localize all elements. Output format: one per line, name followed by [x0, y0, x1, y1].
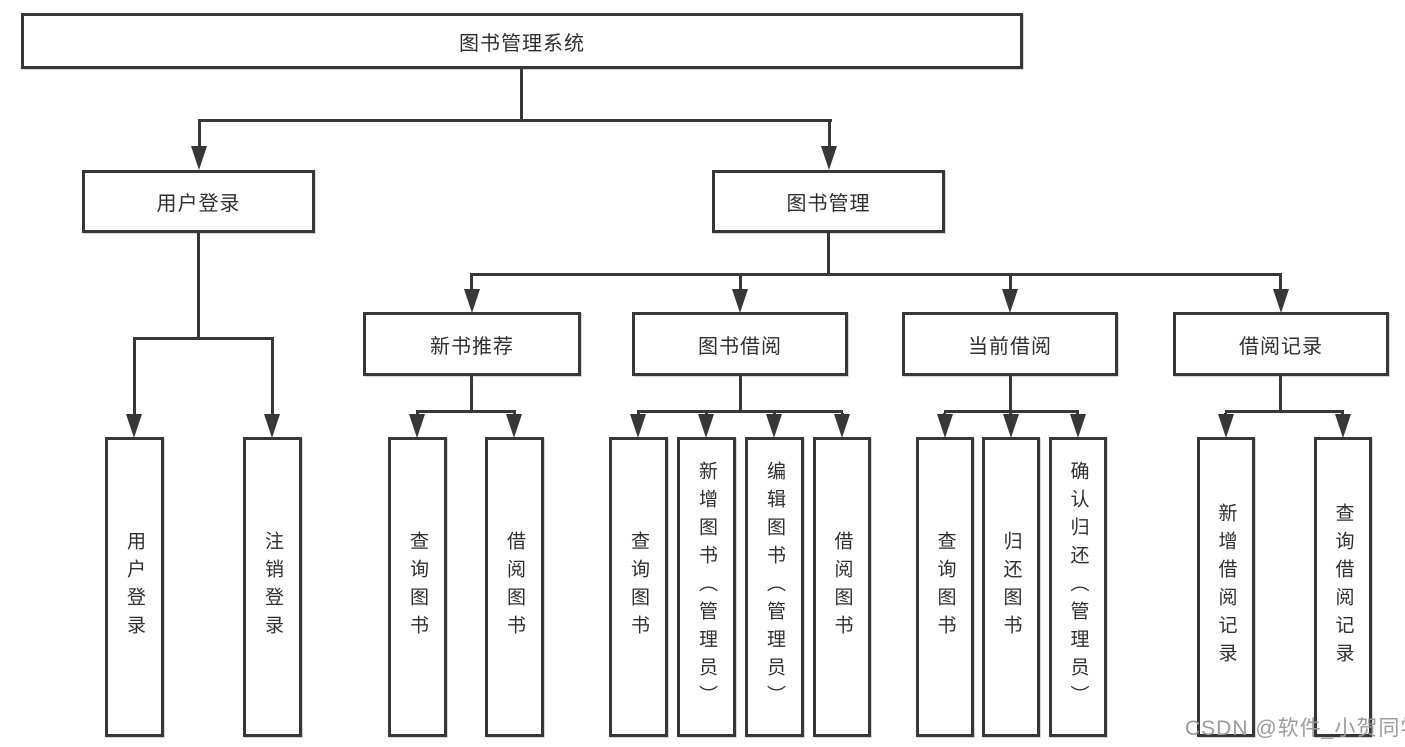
leaf-edit-books-admin-label: 编辑图书（管理员） [764, 461, 785, 713]
root-node-library-system: 图书管理系统 [21, 13, 1023, 69]
arrow-down-icon [834, 414, 850, 438]
connector-line [1225, 410, 1344, 413]
node-user-login-label: 用户登录 [156, 193, 241, 215]
connector-line [271, 340, 274, 416]
leaf-search-books-recommend: 查询图书 [388, 437, 447, 737]
arrow-down-icon [766, 414, 782, 438]
leaf-return-books-label: 归还图书 [1000, 531, 1022, 643]
node-book-management-label: 图书管理 [786, 193, 871, 215]
connector-line [1279, 376, 1282, 413]
arrow-down-icon [126, 414, 142, 438]
watermark-text: CSDN @软件_小贺同学 [1185, 717, 1405, 740]
node-new-book-recommend-label: 新书推荐 [430, 335, 514, 358]
leaf-borrow-books-recommend: 借阅图书 [485, 437, 544, 737]
arrow-down-icon [264, 414, 280, 438]
leaf-search-books-borrow: 查询图书 [609, 437, 668, 737]
arrow-down-icon [630, 414, 646, 438]
leaf-user-login: 用户登录 [105, 437, 164, 737]
connector-line [1279, 276, 1282, 292]
node-current-borrow-label: 当前借阅 [968, 335, 1052, 358]
node-borrow-records-label: 借阅记录 [1239, 335, 1323, 358]
leaf-confirm-return-admin: 确认归还（管理员） [1049, 437, 1107, 737]
connector-line [739, 276, 742, 292]
arrow-down-icon [464, 289, 480, 313]
leaf-search-books-current-label: 查询图书 [934, 531, 956, 643]
node-book-management: 图书管理 [712, 170, 945, 233]
arrow-down-icon [409, 414, 425, 438]
leaf-add-borrow-record-label: 新增借阅记录 [1215, 503, 1237, 671]
connector-line [470, 276, 473, 292]
leaf-user-login-label: 用户登录 [124, 531, 145, 643]
leaf-logout: 注销登录 [243, 437, 302, 737]
connector-line [197, 233, 200, 340]
connector-line [828, 121, 831, 149]
arrow-down-icon [937, 414, 953, 438]
connector-line [827, 233, 830, 273]
leaf-edit-books-admin: 编辑图书（管理员） [745, 437, 804, 737]
connector-line [944, 410, 1079, 413]
arrow-down-icon [821, 146, 837, 170]
arrow-down-icon [1070, 414, 1086, 438]
connector-line [470, 273, 1282, 276]
connector-line [416, 410, 516, 413]
leaf-logout-label: 注销登录 [262, 531, 283, 643]
node-current-borrow: 当前借阅 [902, 312, 1118, 376]
arrow-down-icon [1002, 289, 1018, 313]
leaf-search-books-current: 查询图书 [916, 437, 974, 737]
arrow-down-icon [191, 146, 207, 170]
node-new-book-recommend: 新书推荐 [363, 312, 581, 376]
connector-line [1009, 376, 1012, 413]
leaf-search-borrow-record-label: 查询借阅记录 [1332, 503, 1354, 671]
connector-line [198, 121, 201, 149]
leaf-borrow-books-label: 借阅图书 [831, 531, 853, 643]
arrow-down-icon [506, 414, 522, 438]
leaf-add-books-admin: 新增图书（管理员） [677, 437, 736, 737]
arrow-down-icon [1003, 414, 1019, 438]
node-book-borrow-label: 图书借阅 [698, 335, 782, 358]
connector-line [133, 337, 274, 340]
root-node-label: 图书管理系统 [459, 32, 585, 55]
leaf-confirm-return-admin-label: 确认归还（管理员） [1067, 461, 1089, 713]
connector-line [133, 340, 136, 416]
leaf-add-books-admin-label: 新增图书（管理员） [696, 461, 717, 713]
arrow-down-icon [1335, 414, 1351, 438]
connector-line [520, 69, 523, 119]
leaf-borrow-books: 借阅图书 [813, 437, 871, 737]
node-book-borrow: 图书借阅 [632, 312, 848, 376]
connector-line [637, 410, 843, 413]
leaf-search-borrow-record: 查询借阅记录 [1314, 437, 1372, 737]
leaf-borrow-books-recommend-label: 借阅图书 [504, 531, 525, 643]
leaf-return-books: 归还图书 [982, 437, 1040, 737]
leaf-search-books-recommend-label: 查询图书 [407, 531, 428, 643]
connector-line [739, 376, 742, 413]
node-user-login: 用户登录 [82, 170, 315, 233]
leaf-search-books-borrow-label: 查询图书 [628, 531, 649, 643]
arrow-down-icon [1273, 289, 1289, 313]
connector-line [470, 376, 473, 413]
connector-line [1009, 276, 1012, 292]
arrow-down-icon [1218, 414, 1234, 438]
arrow-down-icon [698, 414, 714, 438]
node-borrow-records: 借阅记录 [1173, 312, 1389, 376]
leaf-add-borrow-record: 新增借阅记录 [1197, 437, 1255, 737]
connector-line [198, 119, 832, 122]
arrow-down-icon [732, 289, 748, 313]
